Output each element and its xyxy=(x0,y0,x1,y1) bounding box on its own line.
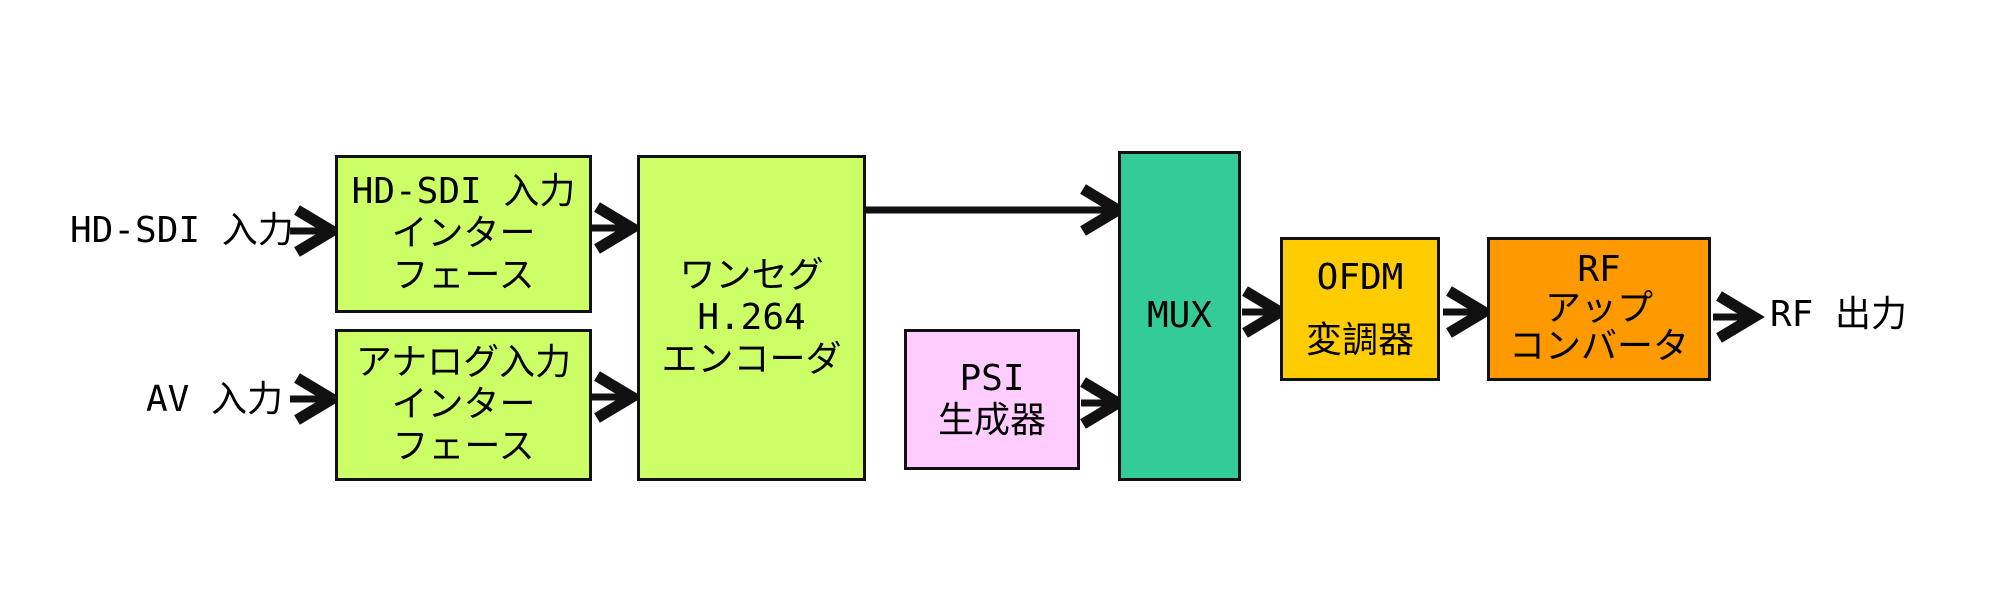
block-line: ワンセグ xyxy=(679,255,824,297)
block-line: 変調器 xyxy=(1305,320,1414,361)
block-line: エンコーダ xyxy=(661,338,842,380)
block-line: アップ xyxy=(1544,287,1653,329)
block-line: RF xyxy=(1577,248,1621,290)
block-line: PSI xyxy=(959,357,1025,399)
block-line: HD-SDI 入力 xyxy=(351,171,576,213)
av-input-label: AV 入力 xyxy=(146,379,284,420)
block-line: OFDM xyxy=(1316,257,1404,298)
rf-upconverter-block: RF アップ コンバータ xyxy=(1487,237,1711,381)
block-line: H.264 xyxy=(697,297,806,339)
block-line: アナログ入力 xyxy=(355,342,572,384)
encoder-block: ワンセグ H.264 エンコーダ xyxy=(637,155,866,481)
hdsdi-interface-block: HD-SDI 入力 インター フェース xyxy=(335,155,592,313)
block-line: フェース xyxy=(392,254,535,296)
rf-output-label: RF 出力 xyxy=(1770,294,1908,335)
block-line: コンバータ xyxy=(1508,326,1689,368)
ofdm-modulator-block: OFDM 変調器 xyxy=(1280,237,1440,381)
psi-generator-block: PSI 生成器 xyxy=(904,329,1080,470)
mux-block: MUX xyxy=(1118,151,1241,481)
block-line: 生成器 xyxy=(937,399,1046,441)
hdsdi-input-label: HD-SDI 入力 xyxy=(70,210,294,251)
block-line: MUX xyxy=(1146,295,1213,337)
block-line: フェース xyxy=(392,425,535,467)
block-line: インター xyxy=(391,384,536,426)
analog-interface-block: アナログ入力 インター フェース xyxy=(335,329,592,481)
block-line: インター xyxy=(391,213,536,255)
